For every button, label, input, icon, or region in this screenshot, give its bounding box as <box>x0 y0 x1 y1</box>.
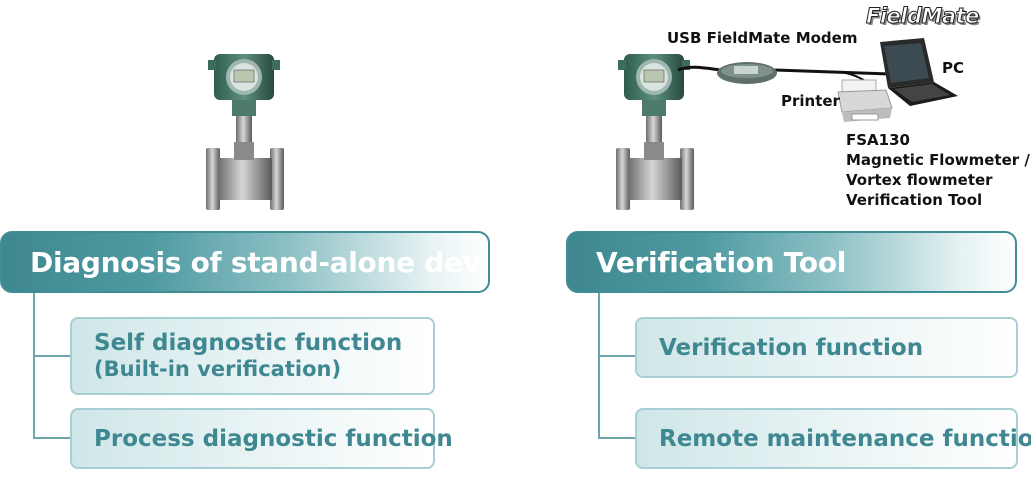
vortex-flowmeter-icon <box>616 54 694 210</box>
tool-label-line-3: Vortex flowmeter <box>846 171 993 189</box>
remote-maintenance-box: Remote maintenance function <box>635 408 1031 469</box>
right-panel-header-text: Verification Tool <box>596 245 847 279</box>
tool-label-line-4: Verification Tool <box>846 191 983 209</box>
right-panel-header: Verification Tool <box>566 231 1017 293</box>
verification-function-label: Verification function <box>659 334 924 361</box>
usb-modem-icon <box>717 62 777 84</box>
pc-label: PC <box>942 59 965 77</box>
vortex-flowmeter-icon <box>206 54 284 210</box>
left-connector-branch-2 <box>33 437 71 439</box>
tool-label-line-2: Magnetic Flowmeter / <box>846 151 1030 169</box>
printer-icon <box>837 79 893 122</box>
left-connector-vertical <box>33 293 35 439</box>
self-diagnostic-box: Self diagnostic function (Built-in verif… <box>70 317 435 395</box>
right-connector-vertical <box>598 293 600 439</box>
laptop-pc-icon <box>880 38 958 106</box>
printer-label: Printer <box>781 92 840 110</box>
self-diagnostic-label: Self diagnostic function <box>94 330 403 356</box>
right-connector-branch-2 <box>598 437 636 439</box>
left-panel-header: Diagnosis of stand-alone device <box>0 231 525 293</box>
process-diagnostic-label: Process diagnostic function <box>94 425 453 452</box>
tool-label-line-1: FSA130 <box>846 131 910 149</box>
left-panel-header-text: Diagnosis of stand-alone device <box>30 245 525 279</box>
built-in-verification-label: (Built-in verification) <box>94 357 342 381</box>
right-connector-branch-1 <box>598 355 636 357</box>
remote-maintenance-label: Remote maintenance function <box>659 425 1031 452</box>
verification-function-box: Verification function <box>635 317 1018 378</box>
process-diagnostic-box: Process diagnostic function <box>70 408 453 469</box>
fieldmate-logo: FieldMate <box>866 4 980 29</box>
left-connector-branch-1 <box>33 355 71 357</box>
modem-label: USB FieldMate Modem <box>667 29 858 47</box>
